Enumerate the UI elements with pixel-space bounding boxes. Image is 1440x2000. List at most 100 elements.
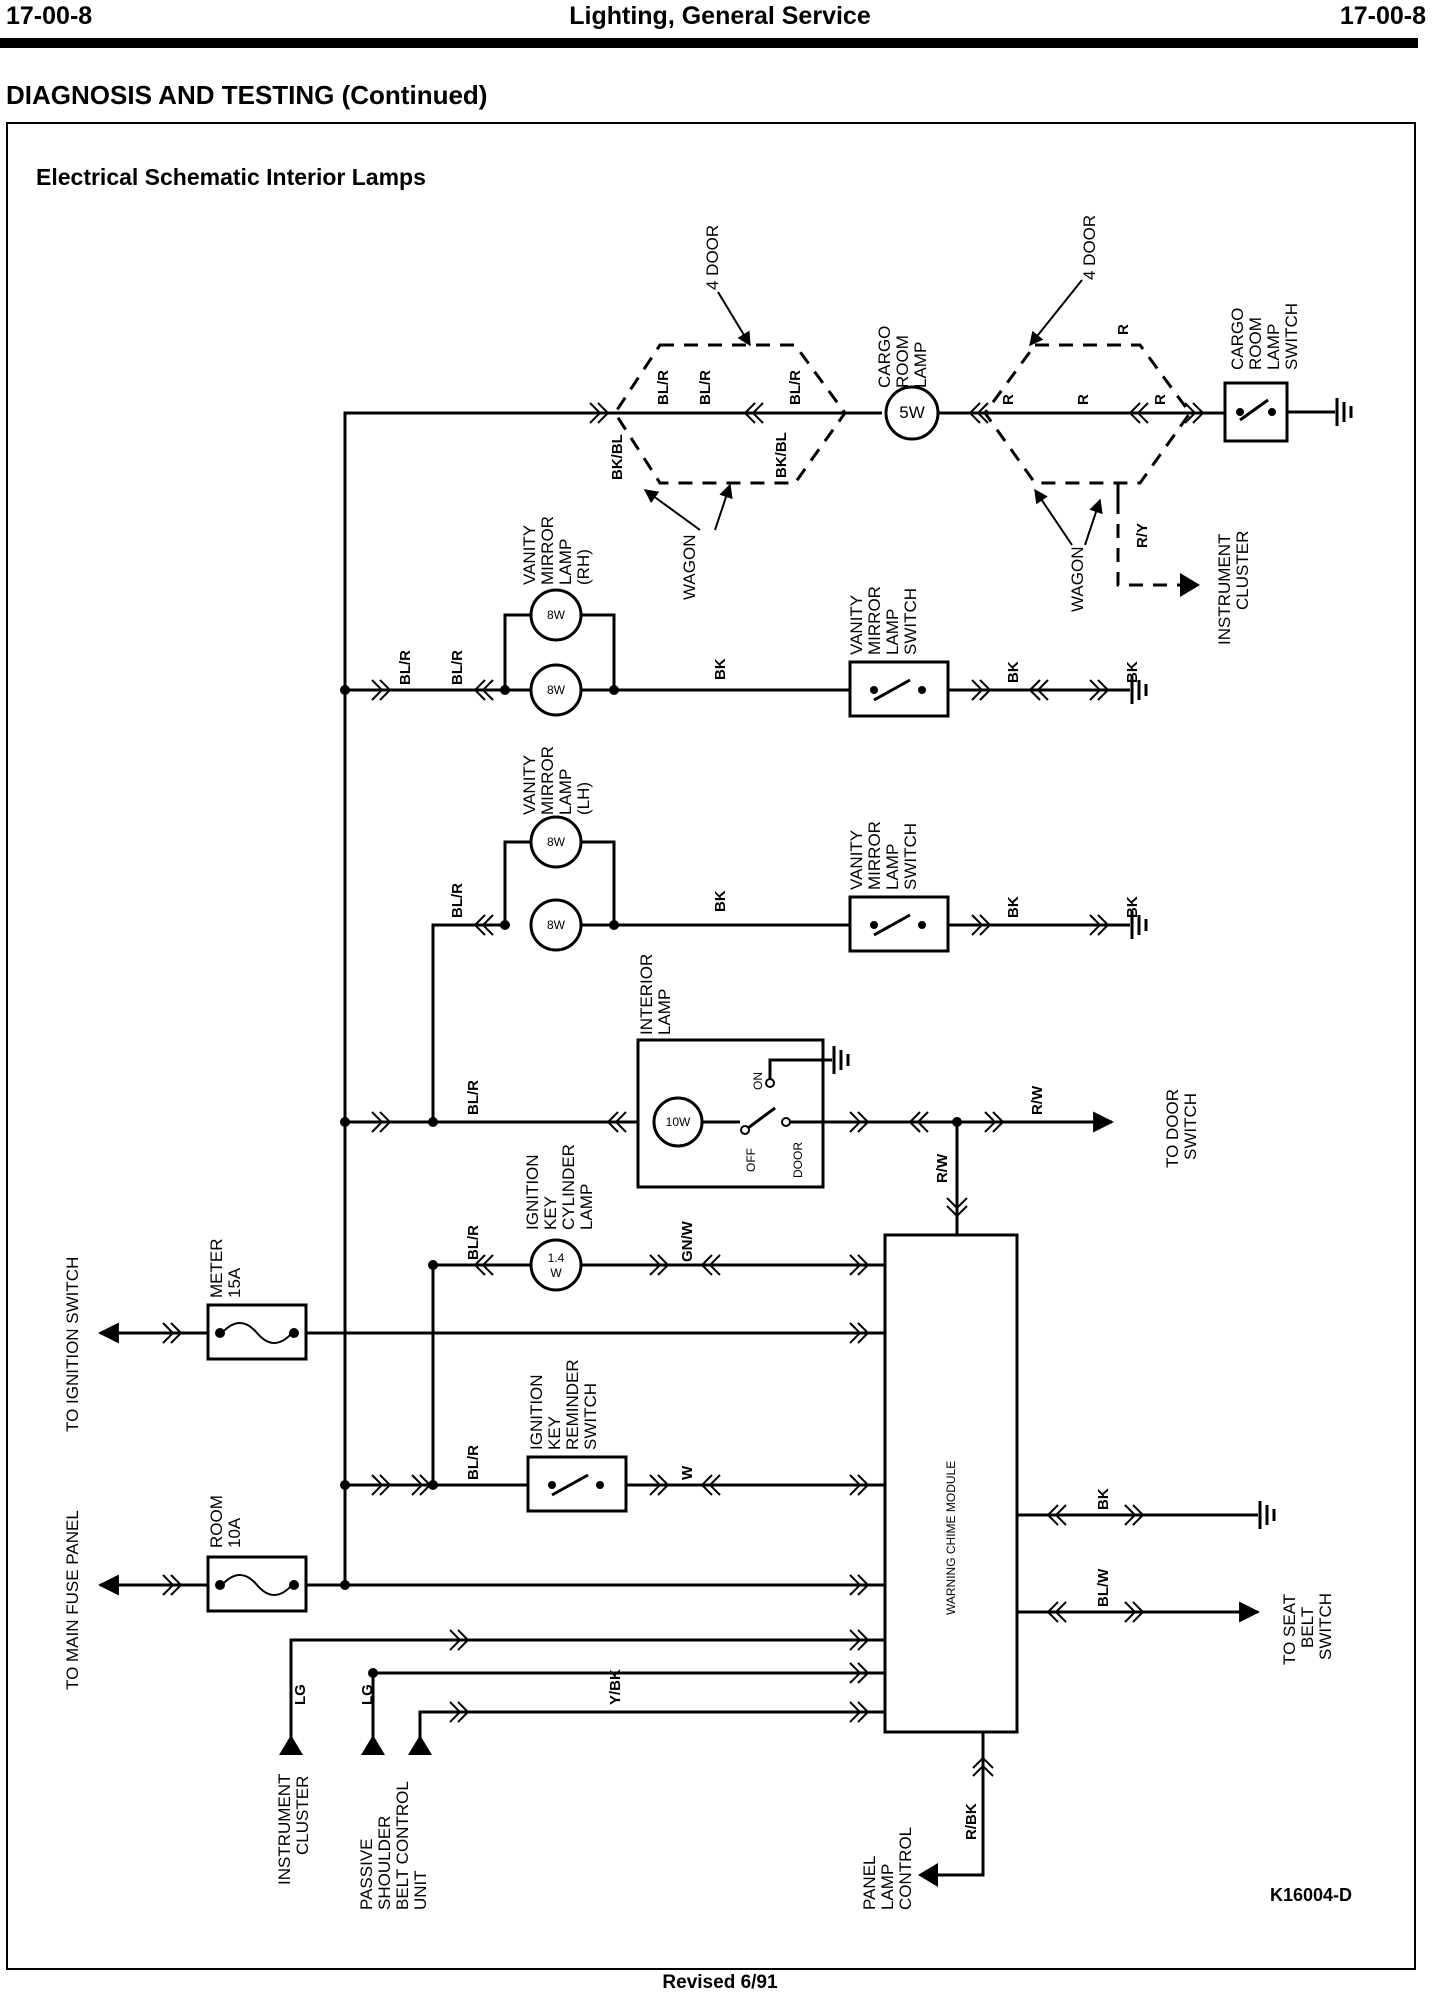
svg-text:DOOR: DOOR	[791, 1142, 805, 1178]
bulb-label: W	[550, 1266, 562, 1280]
wire-label: Y/BK	[607, 1669, 624, 1705]
bulb-label: 8W	[547, 835, 566, 849]
vanity-rh-bulb-1	[529, 588, 583, 642]
svg-text:SWITCH: SWITCH	[901, 823, 920, 890]
wire-label: BL/R	[449, 883, 466, 918]
vanity-mirror-rh-circuit: 8W 8W	[340, 588, 1148, 718]
svg-text:REMINDER: REMINDER	[563, 1359, 582, 1450]
warning-chime-module	[883, 1233, 1019, 1734]
wagon-label: WAGON	[680, 535, 699, 600]
svg-text:METER: METER	[207, 1239, 226, 1299]
svg-text:PASSIVE: PASSIVE	[357, 1839, 376, 1911]
wire-label: LG	[359, 1684, 376, 1705]
warning-chime-module-label: WARNING CHIME MODULE	[944, 1461, 958, 1615]
wire-label: BK	[1124, 896, 1141, 918]
wire-label: BL/R	[397, 650, 414, 685]
svg-text:SWITCH: SWITCH	[1282, 303, 1301, 370]
svg-text:TO SEAT: TO SEAT	[1280, 1594, 1299, 1665]
ground-icon	[832, 1044, 850, 1076]
four-door-label: 4 DOOR	[1080, 215, 1099, 280]
svg-text:10A: 10A	[225, 1517, 244, 1548]
svg-text:CARGO: CARGO	[875, 326, 894, 388]
shoulder-belt-connector-icon	[361, 1735, 385, 1755]
section-title: DIAGNOSIS AND TESTING (Continued)	[6, 80, 488, 110]
svg-text:CARGO: CARGO	[1228, 308, 1247, 370]
key-cylinder-bulb	[529, 1238, 583, 1292]
wire-label: BK	[1005, 896, 1022, 918]
svg-text:UNIT: UNIT	[411, 1870, 430, 1910]
svg-text:KEY: KEY	[541, 1196, 560, 1230]
page-number-right: 17-00-8	[1339, 2, 1426, 30]
wire-label: BK/BL	[609, 434, 626, 480]
ground-icon	[1258, 1499, 1276, 1531]
svg-text:IGNITION: IGNITION	[523, 1154, 542, 1230]
svg-text:MIRROR: MIRROR	[538, 516, 557, 585]
svg-text:VANITY: VANITY	[520, 525, 539, 585]
svg-text:INTERIOR: INTERIOR	[637, 954, 656, 1035]
svg-text:VANITY: VANITY	[520, 755, 539, 815]
wire-label: BK	[712, 890, 729, 912]
wire-label: R	[1152, 394, 1169, 405]
svg-text:(RH): (RH)	[574, 549, 593, 585]
wire-label: W	[679, 1465, 696, 1480]
interior-lamp-circuit: 10W	[340, 1038, 1115, 1235]
chime-module-outputs	[1017, 1499, 1276, 1623]
ignition-key-reminder-circuit	[340, 1455, 885, 1513]
figure-title: Electrical Schematic Interior Lamps	[36, 164, 426, 190]
wire-label: BK/BL	[773, 432, 790, 478]
svg-text:TO DOOR: TO DOOR	[1163, 1089, 1182, 1168]
wire-label: R/W	[934, 1153, 951, 1183]
svg-text:MIRROR: MIRROR	[538, 746, 557, 815]
cargo-lamp-switch	[1223, 381, 1289, 443]
wire-label: BL/W	[1095, 1568, 1112, 1607]
wire-label: BL/R	[449, 650, 466, 685]
ignition-key-cylinder-lamp-circuit	[428, 1238, 885, 1292]
wire-label: BL/R	[655, 370, 672, 405]
wire-label: BL/R	[465, 1225, 482, 1260]
wire-color-labels: BL/R BL/R BL/R BK/BL BK/BL R R R R R/Y B…	[292, 324, 1169, 1840]
instrument-cluster-connector-icon	[1180, 573, 1200, 597]
ground-icon	[1335, 396, 1353, 428]
component-labels: 4 DOOR 4 DOOR WAGON WAGON CARGO ROOM LAM…	[63, 215, 1335, 1910]
wire-label: BL/R	[697, 370, 714, 405]
svg-text:KEY: KEY	[545, 1416, 564, 1450]
svg-text:BELT: BELT	[1298, 1607, 1317, 1648]
svg-text:VANITY: VANITY	[847, 595, 866, 655]
panel-lamp-control-circuit	[918, 1732, 994, 1887]
svg-text:LAMP: LAMP	[1264, 324, 1283, 370]
svg-text:LAMP: LAMP	[655, 989, 674, 1035]
instrument-cluster-connector-icon	[279, 1735, 303, 1755]
svg-text:ROOM: ROOM	[207, 1495, 226, 1548]
svg-text:LAMP: LAMP	[556, 769, 575, 815]
wire-label: R/BK	[963, 1803, 980, 1840]
bulb-label: 10W	[666, 1115, 691, 1129]
bulb-label: 8W	[547, 608, 566, 622]
figure-id: K16004-D	[1270, 1885, 1353, 1905]
svg-text:LAMP: LAMP	[556, 539, 575, 585]
svg-text:SHOULDER: SHOULDER	[375, 1816, 394, 1910]
bulb-label: 1.4	[548, 1251, 565, 1265]
wire-label: R	[1000, 394, 1017, 405]
wire-label: BL/R	[465, 1445, 482, 1480]
wire-label: BK	[712, 658, 729, 680]
vanity-rh-lamp-switch	[848, 660, 950, 718]
figure-frame	[6, 122, 1416, 1970]
wire-label: R	[1115, 324, 1132, 335]
svg-text:ROOM: ROOM	[1246, 317, 1265, 370]
wire-label: BK	[1095, 1488, 1112, 1510]
cargo-lamp-circuit: 5W	[589, 279, 1353, 597]
wire-label: BK	[1124, 661, 1141, 683]
svg-text:SWITCH: SWITCH	[1316, 1593, 1335, 1660]
wire-label: BL/R	[787, 370, 804, 405]
wire-label: R	[1075, 394, 1092, 405]
svg-text:IGNITION: IGNITION	[527, 1374, 546, 1450]
svg-text:MIRROR: MIRROR	[865, 586, 884, 655]
svg-text:INSTRUMENT: INSTRUMENT	[275, 1774, 294, 1885]
vanity-lh-bulb-1	[529, 815, 583, 869]
svg-text:LAMP: LAMP	[577, 1184, 596, 1230]
vanity-rh-bulb-2	[529, 663, 583, 717]
svg-text:TO IGNITION SWITCH: TO IGNITION SWITCH	[63, 1257, 82, 1432]
four-door-label: 4 DOOR	[703, 225, 722, 290]
svg-text:ROOM: ROOM	[893, 335, 912, 388]
wire-label: GN/W	[679, 1220, 696, 1262]
